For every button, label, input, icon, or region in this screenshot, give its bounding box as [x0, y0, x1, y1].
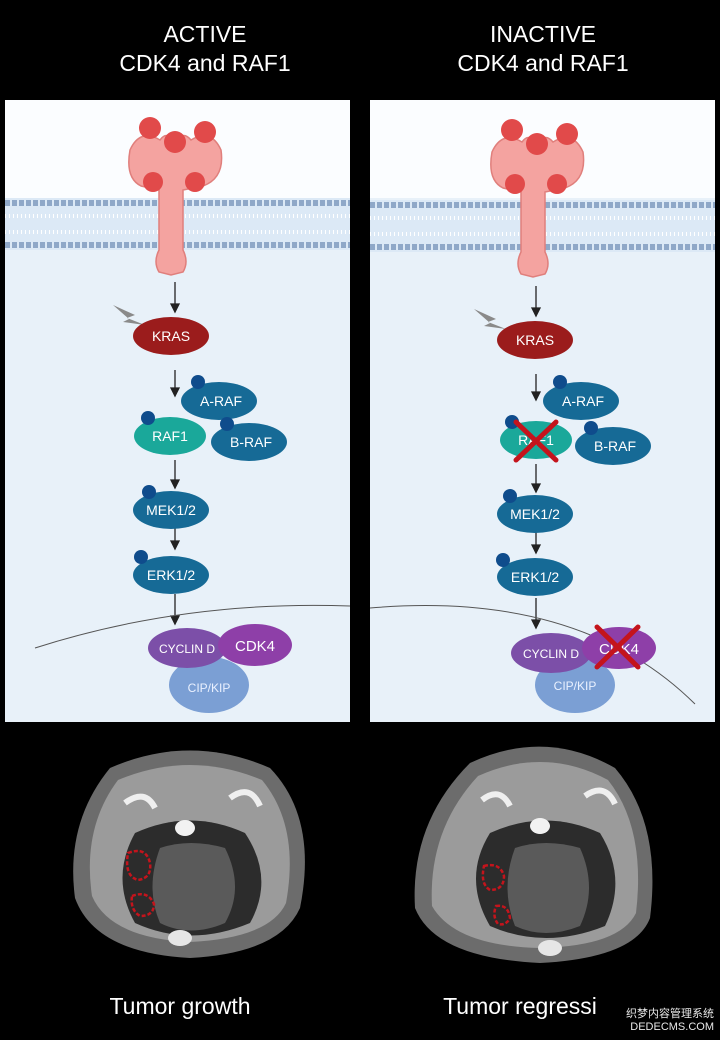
- inactive-title-line1: INACTIVE: [489, 21, 597, 47]
- ligand: [547, 174, 567, 194]
- tumor-outline: [481, 863, 506, 892]
- ligand: [185, 172, 205, 192]
- watermark-line1: 织梦内容管理系统: [626, 1008, 714, 1020]
- cyclin-label: CYCLIN D: [523, 647, 579, 661]
- inactive-pathway-panel: KRAS A-RAF RAF1 B-RAF MEK1/2 ERK1/2 CIP/…: [370, 100, 715, 722]
- cipkip-label: CIP/KIP: [188, 681, 231, 695]
- mek-label: MEK1/2: [510, 506, 560, 522]
- mutation-bolt-icon: [474, 309, 506, 329]
- ct-scan-tumor-regression: [414, 746, 653, 963]
- phosphate: [503, 489, 517, 503]
- phosphate: [134, 550, 148, 564]
- mek-node: [497, 495, 573, 533]
- inactive-title-line2: CDK4 and RAF1: [457, 50, 629, 76]
- kras-label: KRAS: [516, 332, 554, 348]
- ligands: [139, 117, 216, 192]
- inactive-pathway-diagram: KRAS A-RAF RAF1 B-RAF MEK1/2 ERK1/2 CIP/…: [370, 100, 715, 713]
- tumor-outline: [130, 893, 156, 918]
- araf-label: A-RAF: [200, 393, 242, 409]
- ligand: [526, 133, 548, 155]
- cipkip-label: CIP/KIP: [554, 679, 597, 693]
- phosphate: [496, 553, 510, 567]
- signal-arrows: [169, 282, 181, 626]
- braf-label: B-RAF: [594, 438, 636, 454]
- phosphate: [553, 375, 567, 389]
- braf-node: [575, 427, 651, 465]
- ligand: [194, 121, 216, 143]
- kras-node: [497, 321, 573, 359]
- phosphate: [505, 415, 519, 429]
- cdk4-node: [218, 624, 292, 666]
- nuclear-membrane: [34, 604, 350, 649]
- inactive-title: INACTIVE CDK4 and RAF1: [363, 20, 720, 78]
- araf-node: [543, 382, 619, 420]
- mek-label: MEK1/2: [146, 502, 196, 518]
- ligand: [139, 117, 161, 139]
- erk-node: [133, 556, 209, 594]
- watermark-line2: DEDECMS.COM: [630, 1021, 714, 1033]
- phosphate: [220, 417, 234, 431]
- tumor-outline: [125, 849, 152, 882]
- raf1-label: RAF1: [152, 428, 188, 444]
- watermark: 织梦内容管理系统 DEDECMS.COM: [626, 1008, 714, 1034]
- braf-node: [211, 423, 287, 461]
- caption-tumor-growth: Tumor growth: [109, 993, 251, 1019]
- caption-tumor-regression: Tumor regressi: [443, 993, 597, 1019]
- receptor: [490, 136, 585, 278]
- ligand: [505, 174, 525, 194]
- active-title-line2: CDK4 and RAF1: [119, 50, 291, 76]
- cipkip-node: [169, 657, 249, 713]
- mek-node: [133, 491, 209, 529]
- cyclin-label: CYCLIN D: [159, 642, 215, 656]
- ligands: [501, 119, 578, 194]
- cyclin-node: [148, 628, 226, 668]
- nuclear-membrane: [370, 605, 696, 705]
- erk-label: ERK1/2: [511, 569, 559, 585]
- phosphate: [142, 485, 156, 499]
- tumor-outline: [493, 904, 512, 926]
- active-pathway-panel: KRAS A-RAF RAF1 B-RAF MEK1/2 ERK1/2 CIP/…: [5, 100, 350, 722]
- active-pathway-diagram: KRAS A-RAF RAF1 B-RAF MEK1/2 ERK1/2 CIP/…: [5, 100, 350, 713]
- ligand: [501, 119, 523, 141]
- phosphate: [584, 421, 598, 435]
- braf-label: B-RAF: [230, 434, 272, 450]
- mutation-bolt-icon: [113, 305, 145, 325]
- active-title-line1: ACTIVE: [163, 21, 247, 47]
- erk-label: ERK1/2: [147, 567, 195, 583]
- signal-arrows: [530, 286, 542, 630]
- araf-node: [181, 382, 257, 420]
- ligand: [556, 123, 578, 145]
- receptor: [128, 134, 223, 276]
- ligand: [164, 131, 186, 153]
- ct-scan-tumor-growth: [73, 750, 305, 958]
- kras-node: [133, 317, 209, 355]
- raf1-node: [134, 417, 206, 455]
- cyclin-node: [511, 633, 591, 673]
- cdk4-label: CDK4: [235, 638, 275, 655]
- phosphate: [141, 411, 155, 425]
- erk-node: [497, 558, 573, 596]
- kras-label: KRAS: [152, 328, 190, 344]
- araf-label: A-RAF: [562, 393, 604, 409]
- phosphate: [191, 375, 205, 389]
- active-title: ACTIVE CDK4 and RAF1: [25, 20, 385, 78]
- raf1-inactive-cross-icon: [513, 419, 559, 463]
- cdk4-inactive-cross-icon: [594, 624, 641, 670]
- ligand: [143, 172, 163, 192]
